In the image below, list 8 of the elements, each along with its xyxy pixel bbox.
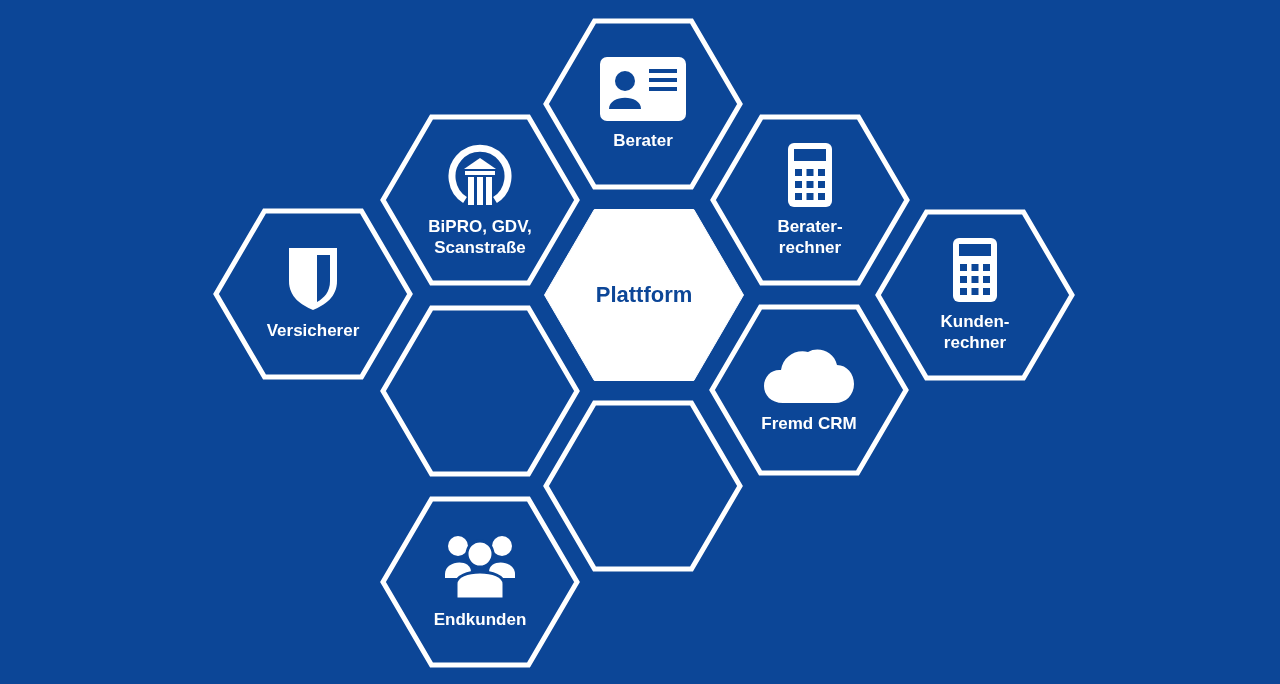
node-label: BiPRO, GDV, Scanstraße: [427, 215, 533, 258]
node-label: Berater: [613, 130, 673, 151]
node-label: Versicherer: [266, 320, 360, 341]
node-label: Plattform: [595, 282, 693, 308]
node-label: Berater- rechner: [776, 215, 844, 258]
node-label: Fremd CRM: [761, 413, 857, 434]
node-label: Kunden- rechner: [939, 310, 1011, 353]
node-label: Endkunden: [433, 609, 527, 630]
